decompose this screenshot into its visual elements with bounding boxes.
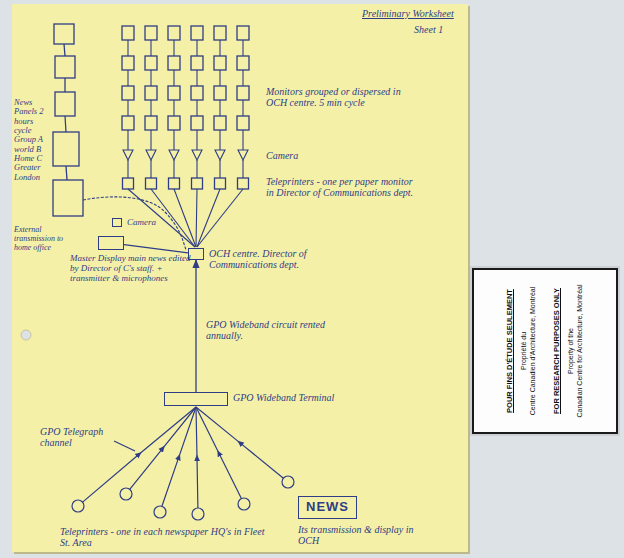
newspaper-teleprinters <box>72 407 294 520</box>
yellow-paper <box>12 4 468 552</box>
signal-arrow <box>195 260 196 392</box>
node-text: Camera <box>127 218 156 228</box>
notice-line: Property of the <box>567 328 575 374</box>
feed-line <box>174 189 196 247</box>
news-panel-column <box>53 24 83 216</box>
telegraph-line <box>196 407 241 499</box>
node-texts: Camera <box>127 218 156 228</box>
wavy-link <box>83 197 186 250</box>
node-texts: OCH centre. Director of Communications d… <box>209 248 334 270</box>
node-texts: Master Display main news edited by Direc… <box>70 254 200 284</box>
panel-box <box>53 180 83 216</box>
och-centre-box: OCH centre. Director of Communications d… <box>188 248 334 270</box>
sheet-number: Sheet 1 <box>414 24 464 35</box>
monitor-column <box>168 26 180 189</box>
telegraph-line <box>196 407 283 478</box>
notice-line: Canadian Centre for Architecture, Montré… <box>576 284 584 417</box>
telegraph-line <box>83 407 196 502</box>
panel-link <box>66 166 67 180</box>
transmission-note: External transmission to home office <box>14 226 66 252</box>
rotated-card-text: POUR FINS D'ÉTUDE SEULEMENTPropriété duC… <box>474 270 616 432</box>
worksheet-title: Preliminary Worksheet <box>362 8 466 19</box>
feed-line <box>197 189 220 247</box>
teleprinter-circle <box>120 488 132 500</box>
newspaper-note: Teleprinters - one in each newspaper HQ'… <box>60 526 270 548</box>
notice-line: Centre Canadien d'Architecture, Montréal <box>529 287 537 416</box>
leader-line <box>114 441 135 451</box>
feed-line <box>128 189 195 247</box>
node-texts: GPO Wideband Terminal <box>233 392 334 403</box>
outline-box <box>188 248 204 260</box>
telegraph-line <box>130 407 196 489</box>
feed-line <box>197 189 243 247</box>
teleprinter-circle <box>238 498 250 510</box>
teleprinter-note: Teleprinters - one per paper monitor in … <box>266 176 416 198</box>
box-heading: NEWS <box>306 500 349 514</box>
monitor-column <box>145 26 157 189</box>
wideband-terminal-box: GPO Wideband Terminal <box>164 392 334 406</box>
outline-box: NEWS <box>298 496 357 519</box>
link-line <box>124 245 188 253</box>
monitor-column <box>191 26 203 189</box>
panel-link <box>65 116 66 132</box>
panel-note: News Panels 2 hours cycle Group A world … <box>14 98 51 182</box>
camera-box: Camera <box>112 218 156 228</box>
telegraph-line <box>162 407 196 506</box>
edge-label: GPO Wideband circuit rented annually. <box>204 318 358 342</box>
punch-hole <box>21 330 31 340</box>
notice-heading: POUR FINS D'ÉTUDE SEULEMENT <box>506 289 515 413</box>
panel-link <box>64 44 65 56</box>
box-note: Its transmission & display in OCH <box>298 524 428 546</box>
notice-heading: FOR RESEARCH PURPOSES ONLY <box>553 288 562 414</box>
monitor-note: Monitors grouped or dispersed in OCH cen… <box>266 86 416 108</box>
node-text: OCH centre. Director of Communications d… <box>209 248 334 270</box>
news-box: NEWS Its transmission & display in OCH <box>298 496 428 546</box>
panel-box <box>55 92 75 116</box>
teleprinter-feeds <box>128 189 243 247</box>
master-display-box: Master Display main news edited by Direc… <box>70 236 200 284</box>
node-text: Master Display main news edited by Direc… <box>70 254 200 284</box>
telegraph-note: GPO Telegraph channel <box>40 426 112 448</box>
feed-line <box>196 189 197 247</box>
node-text: GPO Wideband Terminal <box>233 392 334 403</box>
panel-box <box>53 132 79 166</box>
teleprinter-circle <box>282 476 294 488</box>
outline-box <box>112 218 122 227</box>
teleprinter-circle <box>192 508 204 520</box>
notice-line: Propriété du <box>520 332 528 370</box>
monitor-column <box>214 26 226 189</box>
panel-box <box>54 24 74 44</box>
telegraph-line <box>196 407 198 508</box>
monitor-column <box>237 26 249 189</box>
teleprinter-circle <box>72 500 84 512</box>
monitor-column <box>122 26 134 189</box>
camera-note: Camera <box>266 150 326 161</box>
feed-line <box>151 189 195 247</box>
outline-box <box>98 236 124 250</box>
panel-box <box>55 56 75 78</box>
teleprinter-circle <box>154 506 166 518</box>
panel-link <box>64 78 65 92</box>
archive-label-card: POUR FINS D'ÉTUDE SEULEMENTPropriété duC… <box>472 268 618 434</box>
outline-box <box>164 392 228 406</box>
